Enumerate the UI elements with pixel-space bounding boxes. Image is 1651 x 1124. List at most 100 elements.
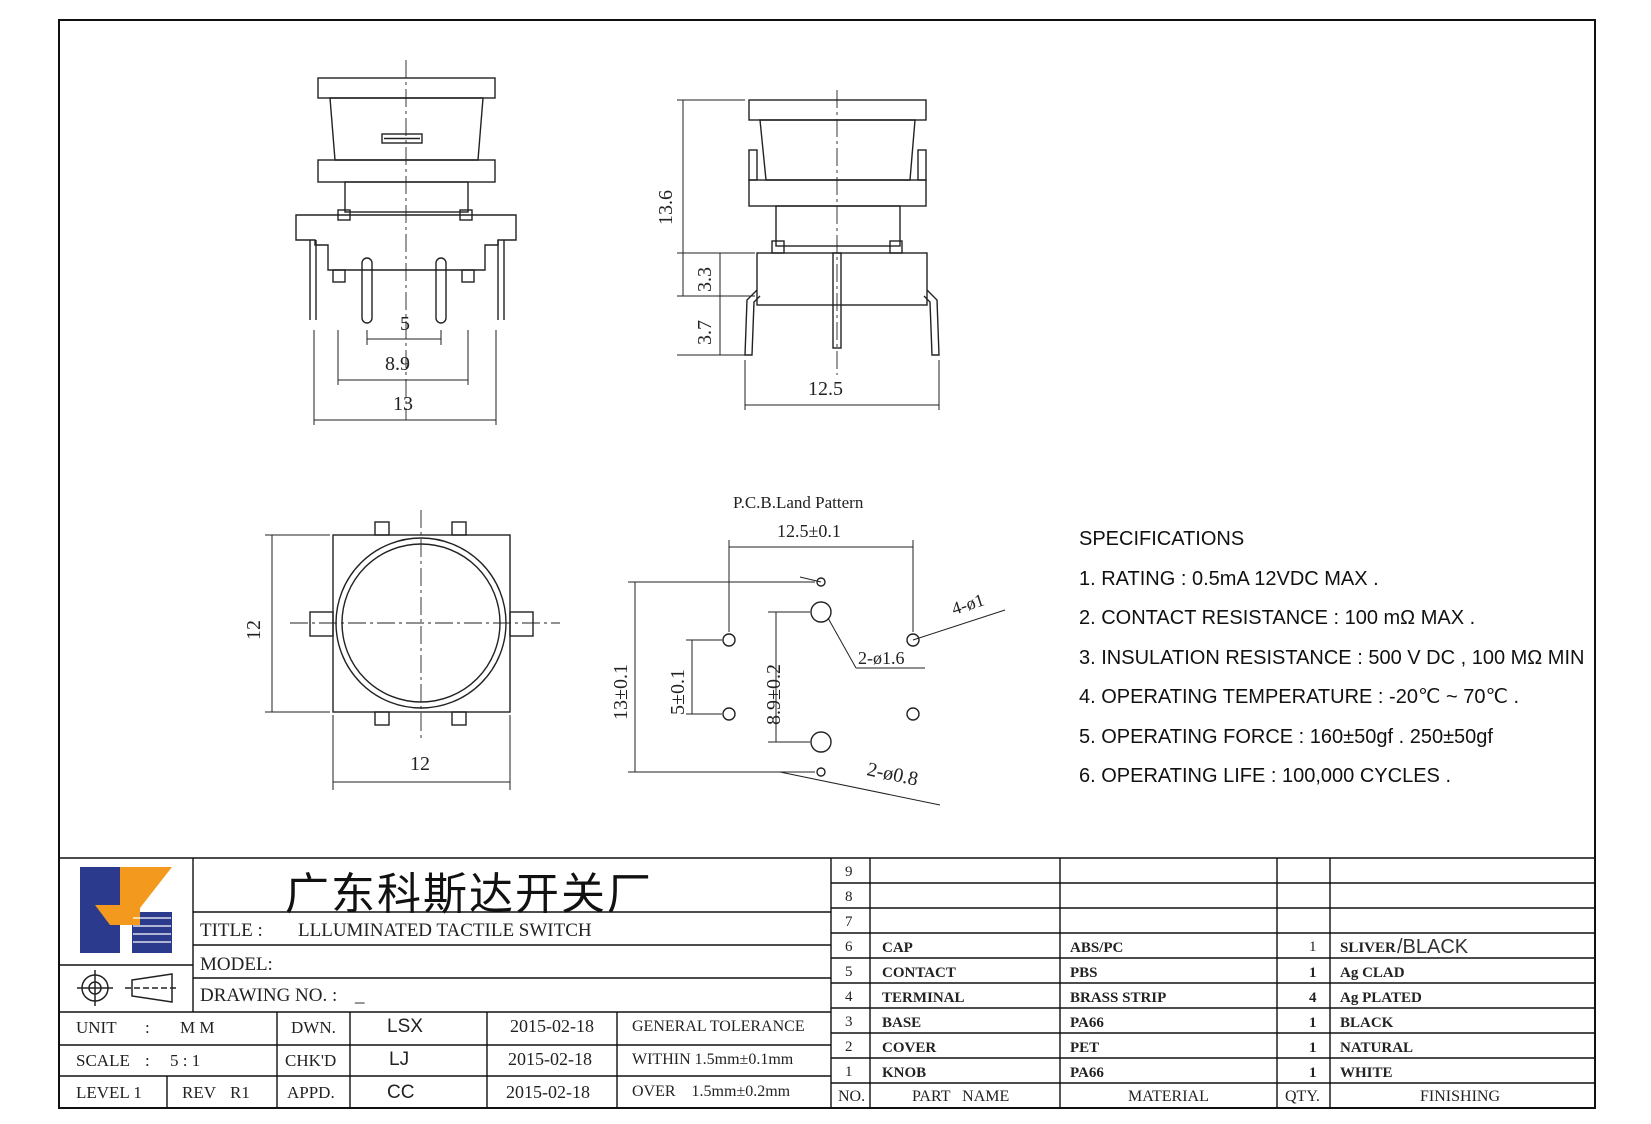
bom-part: CAP — [882, 940, 913, 956]
bom-qty: 1 — [1309, 1065, 1317, 1081]
side-view — [744, 90, 940, 375]
bom-no: 6 — [845, 939, 853, 955]
bom-material: PBS — [1070, 965, 1098, 981]
bom-material: ABS/PC — [1070, 940, 1124, 956]
drawing-no-label: DRAWING NO. : — [200, 985, 338, 1006]
dim-front-pin-pitch: 5 — [400, 313, 410, 335]
dim-side-height-total: 13.6 — [655, 190, 677, 225]
bom-header-qty: QTY. — [1285, 1088, 1320, 1105]
appd-label: APPD. — [287, 1083, 335, 1102]
spec-item: 2. CONTACT RESISTANCE : 100 mΩ MAX . — [1079, 607, 1476, 629]
chk-label: CHK'D — [285, 1051, 337, 1070]
scale-value: 5 : 1 — [170, 1051, 201, 1070]
pcb-width: 12.5±0.1 — [777, 521, 841, 541]
top-view-dimensions — [265, 534, 511, 790]
bom-row-number: 7 — [845, 914, 853, 930]
pcb-hole-b: 4-ø1 — [949, 590, 987, 619]
dim-front-total-width: 13 — [393, 393, 413, 415]
bom-part: BASE — [882, 1015, 922, 1031]
bom-finishing: BLACK — [1340, 1015, 1394, 1031]
bom-qty: 1 — [1309, 939, 1317, 955]
spec-item: 3. INSULATION RESISTANCE : 500 V DC , 10… — [1079, 646, 1585, 669]
tolerance-over: OVER 1.5mm±0.2mm — [632, 1083, 791, 1100]
spec-item: 4. OPERATING TEMPERATURE : -20℃ ~ 70℃ . — [1079, 686, 1520, 708]
drawing-no-value: _ — [355, 985, 365, 1006]
title-value: LLLUMINATED TACTILE SWITCH — [298, 920, 592, 941]
bom-row-number: 8 — [845, 889, 853, 905]
scale-sep: : — [145, 1051, 150, 1070]
bom-part: TERMINAL — [882, 990, 965, 1006]
bom-qty: 1 — [1309, 1040, 1317, 1056]
projection-symbol-icon — [77, 970, 178, 1006]
tolerance-within: WITHIN 1.5mm±0.1mm — [632, 1051, 794, 1068]
dim-top-width: 12 — [410, 753, 430, 775]
top-view — [290, 510, 560, 740]
bom-header-part: PART NAME — [912, 1088, 1010, 1105]
model-label: MODEL: — [200, 954, 273, 975]
pcb-title: P.C.B.Land Pattern — [733, 493, 864, 512]
spec-item: 1. RATING : 0.5mA 12VDC MAX . — [1079, 567, 1379, 590]
bom-qty: 1 — [1309, 1015, 1317, 1031]
unit-value: M M — [180, 1018, 215, 1037]
dim-front-inner-width: 8.9 — [385, 353, 410, 375]
dwn-name: LSX — [387, 1016, 423, 1037]
bom-finishing: WHITE — [1340, 1065, 1393, 1081]
dim-top-height: 12 — [243, 620, 265, 640]
bom-no: 3 — [845, 1014, 853, 1030]
dim-side-width: 12.5 — [808, 378, 843, 400]
pcb-dimensions — [628, 540, 1006, 806]
bom-header-no: NO. — [838, 1088, 866, 1105]
pcb-pitch-small: 5±0.1 — [667, 669, 689, 715]
bom-finishing-extra: /BLACK — [1397, 936, 1469, 958]
specifications-block: SPECIFICATIONS 1. RATING : 0.5mA 12VDC M… — [1079, 520, 1639, 797]
bom-material: PET — [1070, 1040, 1100, 1056]
spec-item: 5. OPERATING FORCE : 160±50gf . 250±50gf — [1079, 725, 1493, 748]
bom-qty: 4 — [1309, 990, 1317, 1006]
title-label: TITLE : — [200, 920, 263, 941]
bom-qty: 1 — [1309, 965, 1317, 981]
tolerance-heading: GENERAL TOLERANCE — [632, 1018, 805, 1035]
bom-row-number: 9 — [845, 864, 853, 880]
sheet-border — [58, 19, 1596, 1109]
rev-label: REV — [182, 1083, 216, 1102]
pcb-pitch-mid: 8.9±0.2 — [763, 664, 785, 725]
front-view-dimensions — [313, 330, 497, 425]
bom-header-material: MATERIAL — [1128, 1088, 1209, 1105]
bom-part: CONTACT — [882, 965, 956, 981]
chk-date: 2015-02-18 — [508, 1049, 592, 1069]
bom-finishing: NATURAL — [1340, 1040, 1414, 1056]
chk-name: LJ — [389, 1049, 410, 1070]
dwn-date: 2015-02-18 — [510, 1016, 594, 1036]
pcb-height: 13±0.1 — [610, 664, 632, 720]
pcb-hole-a: 2-ø1.6 — [858, 648, 905, 668]
pcb-hole-c: 2-ø0.8 — [865, 758, 920, 790]
unit-label: UNIT — [76, 1018, 117, 1037]
rev-value: R1 — [230, 1083, 250, 1102]
bom-part: KNOB — [882, 1065, 927, 1081]
bom-material: PA66 — [1070, 1015, 1104, 1031]
bom-no: 5 — [845, 964, 853, 980]
titleblock-grid — [59, 857, 1595, 1108]
dwn-label: DWN. — [291, 1018, 336, 1037]
bom-no: 4 — [845, 989, 853, 1005]
unit-sep: : — [145, 1018, 150, 1037]
bom-finishing: Ag CLAD — [1340, 965, 1405, 981]
specifications-heading: SPECIFICATIONS — [1079, 528, 1245, 550]
bom-part: COVER — [882, 1040, 937, 1056]
bom-no: 1 — [845, 1064, 853, 1080]
bom-finishing: SLIVER — [1340, 940, 1396, 956]
appd-date: 2015-02-18 — [506, 1082, 590, 1102]
scale-label: SCALE — [76, 1051, 130, 1070]
company-name: 广东科斯达开关厂 — [285, 869, 653, 920]
bom-finishing: Ag PLATED — [1340, 990, 1422, 1006]
side-view-dimensions — [677, 99, 940, 410]
company-logo — [80, 867, 172, 953]
spec-item: 6. OPERATING LIFE : 100,000 CYCLES . — [1079, 765, 1452, 787]
pcb-land-pattern — [722, 577, 920, 777]
dim-side-body-height: 3.3 — [694, 267, 716, 292]
front-view — [295, 60, 517, 420]
appd-name: CC — [387, 1082, 415, 1103]
bom-header-finishing: FINISHING — [1420, 1088, 1500, 1105]
